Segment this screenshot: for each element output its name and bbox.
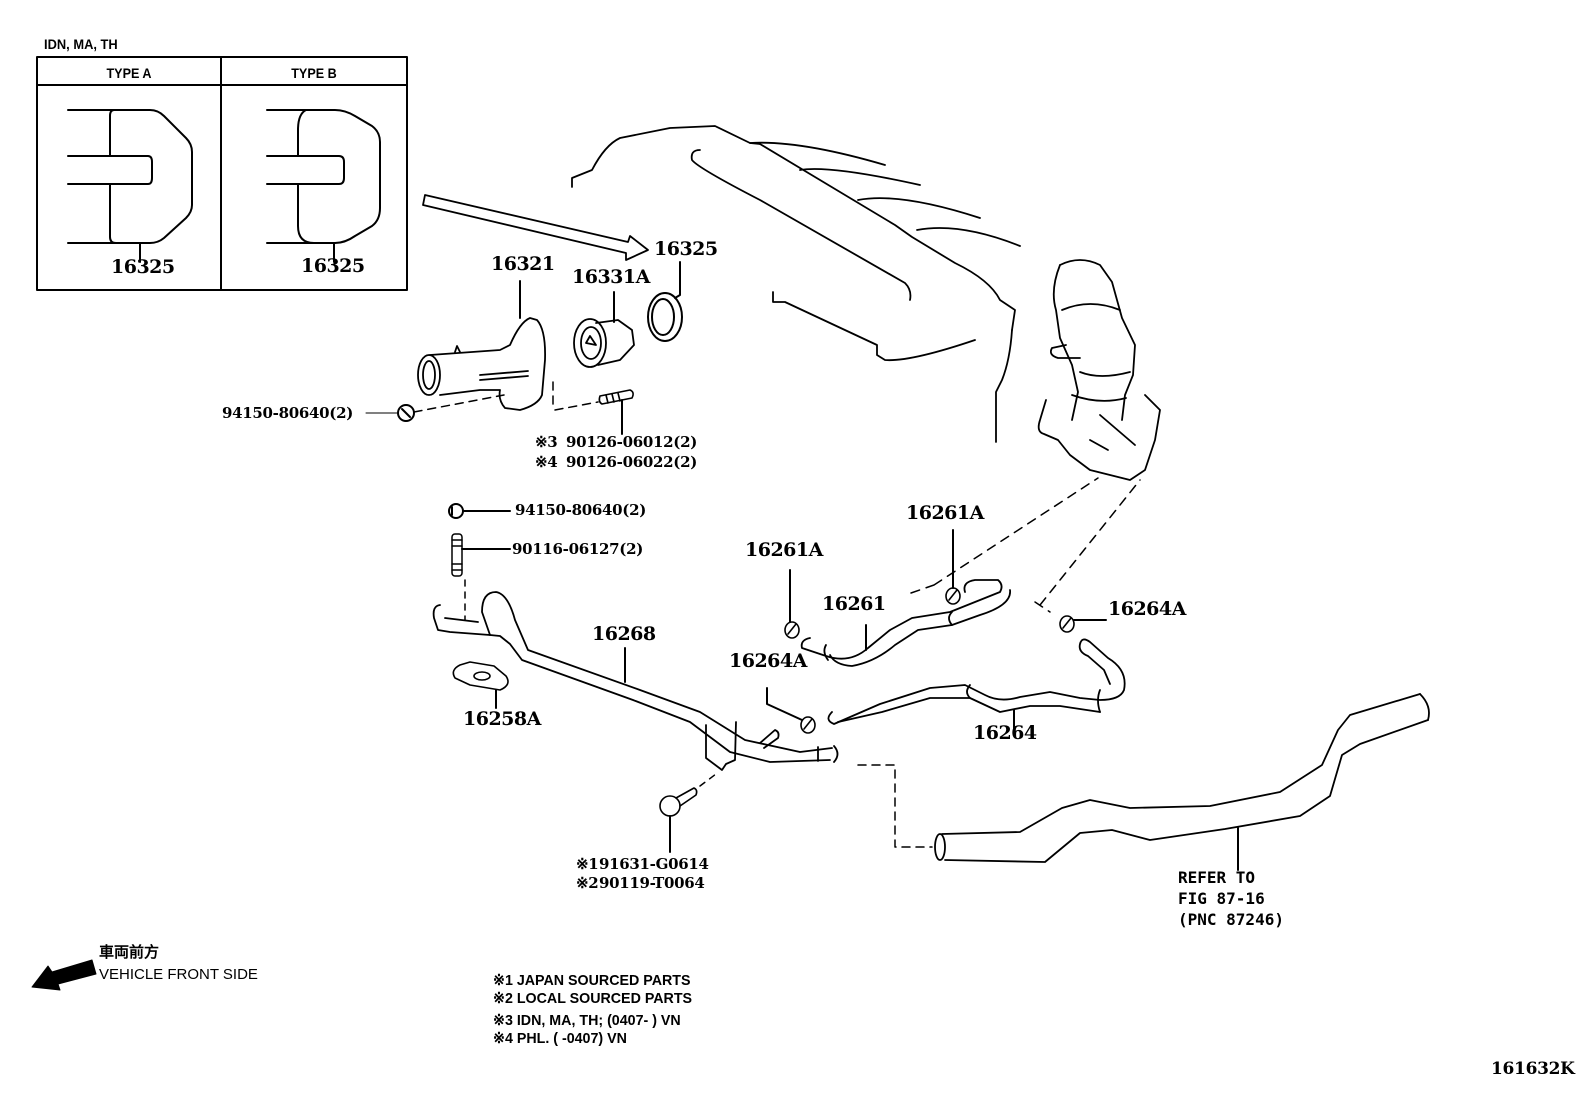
part-16325-drawing (647, 292, 683, 342)
callout-16261[interactable]: 16261 (822, 593, 886, 615)
clamp-16264A-left-drawing (800, 716, 816, 734)
callout-16264[interactable]: 16264 (973, 722, 1037, 744)
refer-line-1: REFER TO (1178, 868, 1256, 887)
refer-line-3: (PNC 87246) (1178, 910, 1284, 929)
inset-header-type-b: TYPE B (291, 65, 337, 81)
callout-16258A[interactable]: 16258A (463, 708, 541, 730)
clamp-16261A-top-drawing (945, 587, 961, 605)
inset-table (36, 56, 408, 291)
callout-nut-lower[interactable]: 94150-80640(2) (515, 501, 647, 519)
leader-16264A-left (766, 687, 803, 721)
nut-lower-drawing (448, 503, 464, 519)
footnote-4: ※4 PHL. ( -0407) VN (493, 1030, 627, 1047)
callout-16261A-left[interactable]: 16261A (745, 539, 823, 561)
gasket-type-a-drawing (67, 109, 193, 263)
callout-stud-upper-1[interactable]: 90126-06012(2) (566, 433, 698, 451)
dashed-16261-to-engine (910, 477, 1099, 594)
footnote-3: ※3 IDN, MA, TH; (0407- ) VN (493, 1012, 681, 1029)
stud-lower-drawing (451, 533, 463, 577)
dashed-bolt (699, 773, 717, 787)
callout-16264A-right[interactable]: 16264A (1108, 598, 1186, 620)
engine-outline-drawing (571, 125, 1021, 443)
part-16258A-drawing (452, 661, 509, 691)
part-16321-drawing (417, 317, 546, 411)
callout-bolt-1-mark: ※1 (576, 855, 599, 873)
inset-header-type-a: TYPE A (106, 65, 152, 81)
part-16261-drawing (800, 579, 1011, 667)
refer-line-2: FIG 87-16 (1178, 889, 1265, 908)
callout-bolt-2[interactable]: 90119-T0064 (599, 874, 705, 892)
stud-upper-drawing (598, 389, 634, 405)
dashed-nut-upper (413, 394, 505, 413)
callout-16331A[interactable]: 16331A (572, 266, 650, 288)
vehicle-front-label-jp: 車両前方 (99, 944, 160, 961)
inset-part-label-type-a[interactable]: 16325 (111, 256, 175, 278)
leader-16325 (674, 261, 681, 299)
callout-stud-upper-1-mark: ※3 (535, 433, 558, 451)
inset-caption: IDN, MA, TH (44, 36, 118, 52)
part-16264-drawing (827, 638, 1126, 725)
intake-duct-drawing (1037, 259, 1161, 481)
heater-hose-drawing (934, 693, 1430, 863)
vehicle-front-label-en: VEHICLE FRONT SIDE (99, 966, 258, 983)
dashed-stud-upper (552, 381, 599, 411)
inset-part-label-type-b[interactable]: 16325 (301, 255, 365, 277)
dashed-16264-to-engine (1034, 479, 1141, 613)
callout-stud-upper-2-mark: ※4 (535, 453, 558, 471)
gasket-type-b-drawing (266, 109, 381, 263)
nut-upper-drawing (397, 404, 415, 422)
callout-nut-upper[interactable]: 94150-80640(2) (222, 404, 354, 422)
callout-bolt-2-mark: ※2 (576, 874, 599, 892)
callout-stud-lower[interactable]: 90116-06127(2) (512, 540, 644, 558)
inset-reference-arrow (422, 194, 649, 261)
dashed-pipe-to-hose (857, 764, 933, 848)
callout-16325[interactable]: 16325 (654, 238, 718, 260)
clamp-16261A-left-drawing (784, 621, 800, 639)
callout-bolt-1[interactable]: 91631-G0614 (599, 855, 709, 873)
callout-16321[interactable]: 16321 (491, 253, 555, 275)
callout-16264A-left[interactable]: 16264A (729, 650, 807, 672)
part-16331A-drawing (573, 318, 635, 368)
bolt-drawing (659, 787, 698, 817)
callout-16268[interactable]: 16268 (592, 623, 656, 645)
figure-id: 161632K (1491, 1059, 1575, 1079)
callout-stud-upper-2[interactable]: 90126-06022(2) (566, 453, 698, 471)
callout-16261A-top[interactable]: 16261A (906, 502, 984, 524)
vehicle-front-arrow-icon (31, 959, 97, 991)
footnote-2: ※2 LOCAL SOURCED PARTS (493, 990, 693, 1007)
clamp-16264A-right-drawing (1059, 615, 1075, 633)
footnote-1: ※1 JAPAN SOURCED PARTS (493, 972, 691, 989)
part-16268-drawing (432, 591, 839, 771)
